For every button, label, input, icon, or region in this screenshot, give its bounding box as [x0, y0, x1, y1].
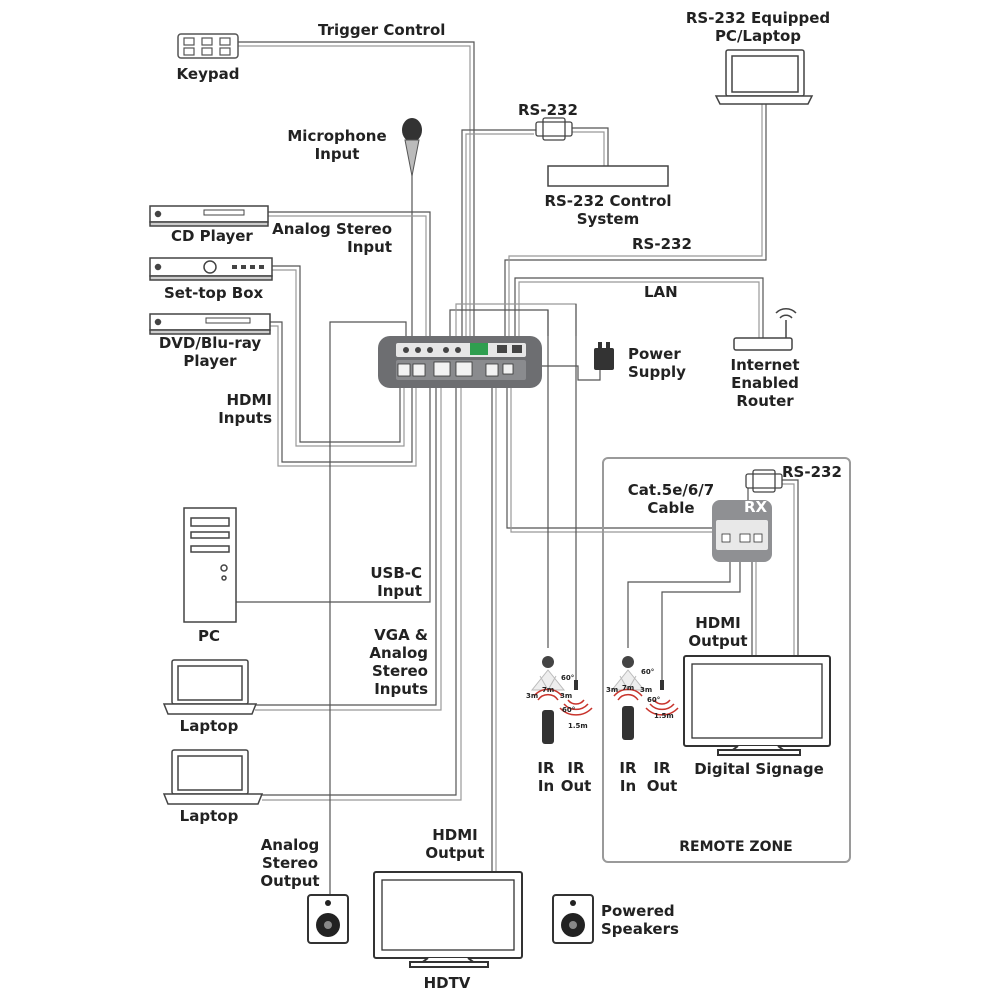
ir-range-1b-label: 7m [542, 686, 555, 694]
ir-angle-2-label: 60° [641, 668, 655, 676]
analog-stereo-output-label: Analog Stereo Output [260, 836, 320, 890]
digital-signage-device [683, 655, 831, 756]
remote-zone-label: REMOTE ZONE [679, 839, 793, 855]
ir-out-angle-2-label: 60° [647, 696, 661, 704]
vga-inputs-label: VGA & Analog Stereo Inputs [369, 626, 428, 698]
laptop-1-device [162, 659, 258, 715]
hdmi-output-rx-label: HDMI Output [688, 614, 748, 650]
ir-range-2c-label: 3m [640, 686, 653, 694]
set-top-box-label: Set-top Box [164, 284, 264, 302]
microphone-label: Microphone Input [287, 127, 387, 163]
hdtv-label: HDTV [423, 974, 471, 992]
analog-stereo-input-label: Analog Stereo Input [272, 220, 392, 256]
rs232-control-system-device [547, 165, 669, 187]
remote-zone-panel [602, 457, 851, 863]
powered-speakers-label: Powered Speakers [601, 902, 679, 938]
microphone-device [402, 118, 422, 177]
main-transceiver [378, 336, 542, 388]
lan-label: LAN [644, 283, 678, 301]
laptop-2-label: Laptop [179, 807, 239, 825]
ir-range-1c-label: 3m [560, 692, 573, 700]
hdmi-inputs-label: HDMI Inputs [218, 391, 272, 427]
ir-out-2-label: IR Out [646, 759, 678, 795]
db9-connectors [535, 117, 783, 493]
ir-angle-1-label: 60° [561, 674, 575, 682]
cables [236, 41, 799, 895]
ir-in-2-label: IR In [619, 759, 637, 795]
cd-player-label: CD Player [171, 227, 253, 245]
ir-out-1-label: IR Out [560, 759, 592, 795]
cat-cable-label: Cat.5e/6/7 Cable [627, 481, 715, 517]
ir-out-range-2-label: 1.5m [654, 712, 674, 720]
rs232-mid-label: RS-232 [632, 235, 692, 253]
speaker-right-device [552, 894, 594, 944]
rx-receiver-device [712, 500, 772, 562]
trigger-control-label: Trigger Control [318, 21, 446, 39]
rs232-laptop-device [714, 49, 814, 105]
digital-signage-label: Digital Signage [694, 760, 824, 778]
dvd-player-device [149, 313, 271, 335]
rs232-control-label: RS-232 Control System [544, 192, 672, 228]
power-supply-label: Power Supply [628, 345, 686, 381]
ir-in-1-label: IR In [537, 759, 555, 795]
ir-local-group [530, 656, 593, 744]
rx-label: RX [744, 498, 768, 516]
hdtv-device [373, 871, 523, 968]
cd-player-device [149, 205, 269, 227]
router-device [733, 308, 797, 351]
speaker-left-device [307, 894, 349, 944]
ir-range-2b-label: 7m [622, 684, 635, 692]
keypad-label: Keypad [176, 65, 240, 83]
router-label: Internet Enabled Router [730, 356, 800, 410]
rs232-top-label: RS-232 [518, 101, 578, 119]
pc-label: PC [197, 627, 220, 645]
dvd-player-label: DVD/Blu-ray Player [158, 334, 262, 370]
set-top-box-device [149, 257, 273, 281]
ir-out-range-1-label: 1.5m [568, 722, 588, 730]
ir-remote-group [610, 656, 679, 740]
rs232-rx-label: RS-232 [782, 463, 842, 481]
usbc-input-label: USB-C Input [370, 564, 422, 600]
ir-out-angle-1-label: 60° [562, 706, 576, 714]
laptop-2-device [162, 749, 264, 805]
power-supply-device [594, 342, 614, 370]
ir-range-2a-label: 3m [606, 686, 619, 694]
keypad-device [177, 33, 239, 59]
ir-range-1a-label: 3m [526, 692, 539, 700]
laptop-1-label: Laptop [179, 717, 239, 735]
rs232-pc-label: RS-232 Equipped PC/Laptop [685, 9, 831, 45]
pc-tower-device [183, 507, 237, 623]
hdmi-output-label: HDMI Output [425, 826, 485, 862]
